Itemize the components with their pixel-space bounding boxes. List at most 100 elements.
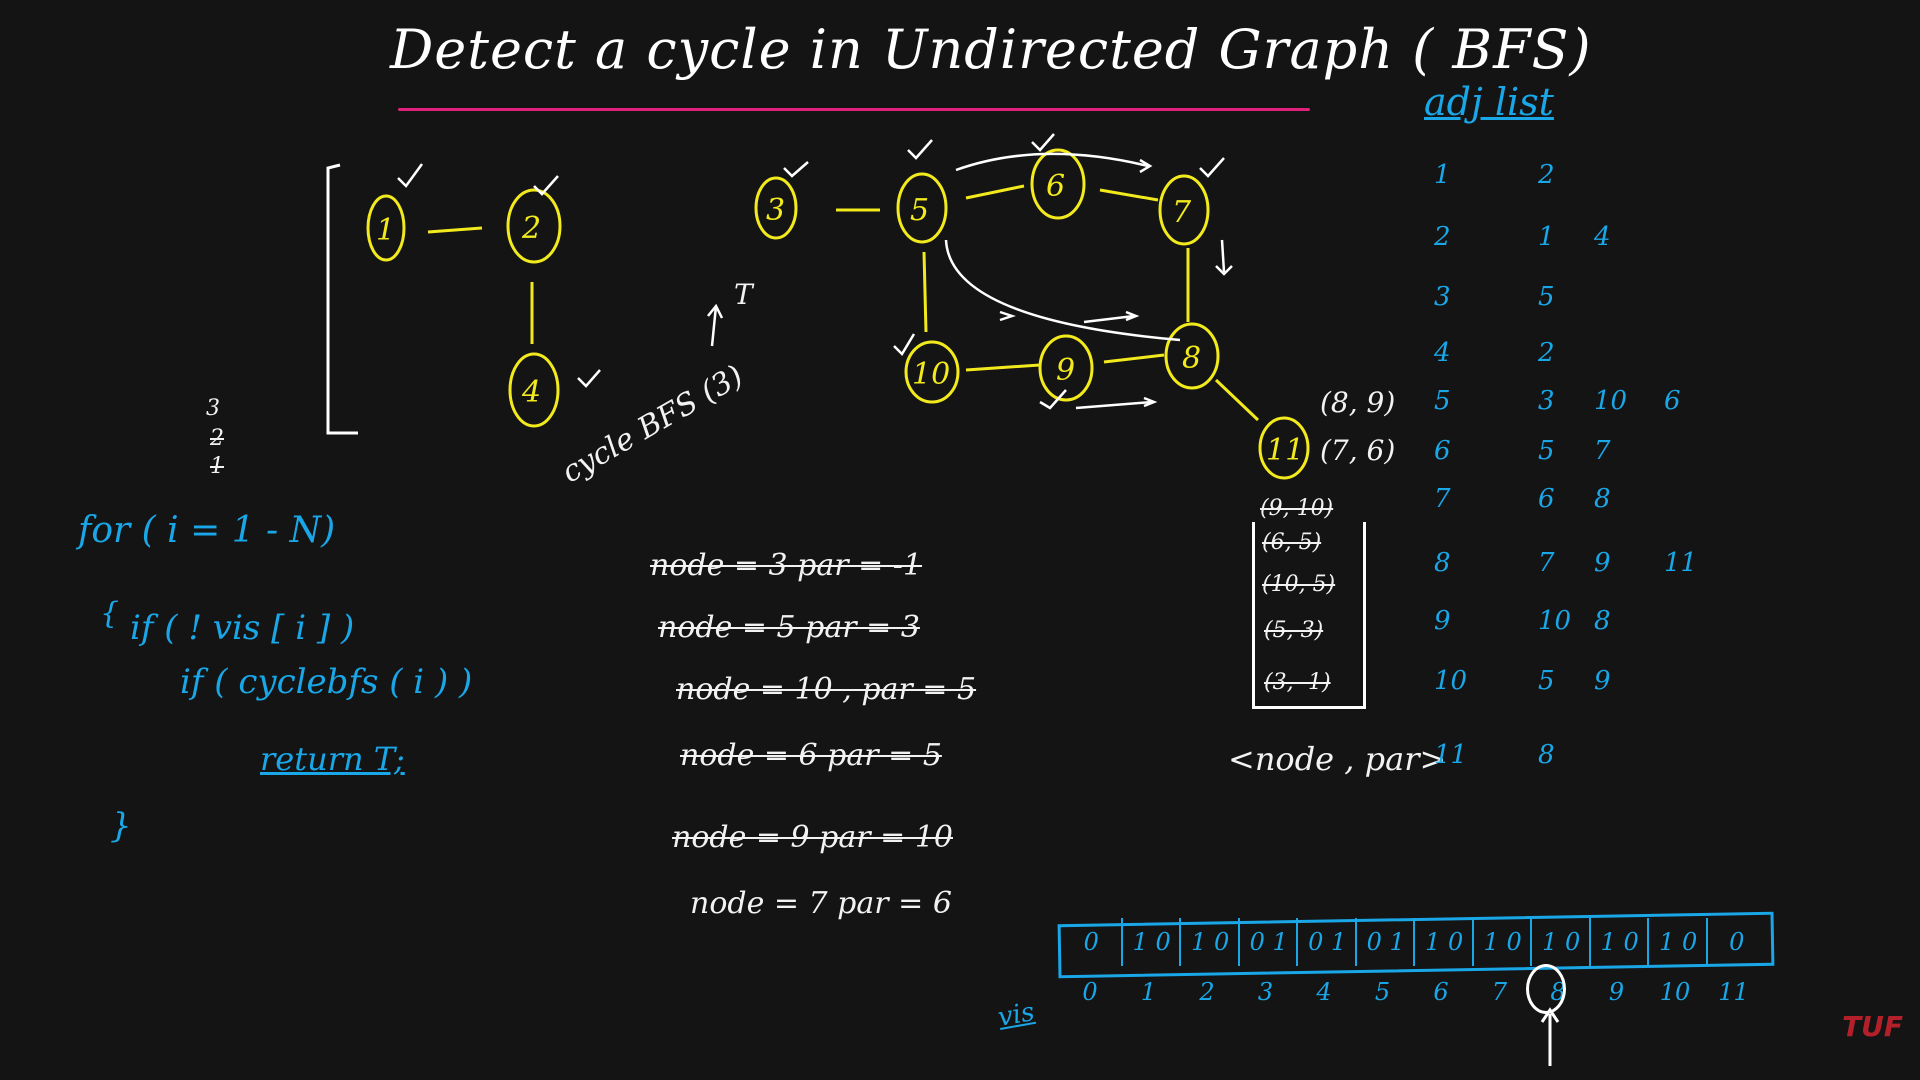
node-8 (1164, 322, 1220, 390)
adj-index: 7 (1434, 484, 1451, 514)
node-2 (506, 188, 562, 264)
left-stack-item: 1 (210, 454, 224, 479)
vis-index: 10 (1659, 978, 1691, 1006)
node-label-3: 3 (766, 193, 785, 228)
tuf-logo: TUF (1842, 1010, 1903, 1043)
adj-value: 8 (1594, 606, 1611, 636)
vis-label: vis (995, 997, 1037, 1033)
vis-cell: 0 (1083, 928, 1099, 956)
adj-value: 10 (1594, 386, 1628, 416)
adj-value: 5 (1538, 666, 1555, 696)
left-stack-item: 3 (206, 396, 220, 421)
vis-cell: 0 1 (1296, 918, 1357, 966)
vis-index: 5 (1374, 978, 1391, 1006)
trace-line: node = 3 par = -1 (650, 548, 923, 583)
adj-index: 2 (1434, 222, 1451, 252)
adj-value: 7 (1538, 548, 1555, 578)
node-9 (1038, 334, 1094, 402)
edge-5-10 (922, 251, 928, 333)
edge-8-11 (1214, 378, 1260, 422)
code-line-if-vis: if ( ! vis [ i ] ) (130, 608, 355, 648)
adj-value: 5 (1538, 436, 1555, 466)
vis-index: 2 (1199, 978, 1215, 1006)
trace-line-current: node = 7 par = 6 (690, 886, 952, 921)
edge-5-6 (965, 184, 1025, 200)
vis-current-marker (1526, 964, 1566, 1014)
call-result: T (734, 278, 753, 311)
title-underline (398, 108, 1310, 111)
adj-value: 9 (1594, 548, 1611, 578)
adj-index: 6 (1434, 436, 1451, 466)
node-label-2: 2 (521, 211, 541, 246)
pair-annotation-1: (8, 9) (1320, 386, 1396, 419)
code-line-for: for ( i = 1 - N) (78, 510, 336, 551)
adj-value: 6 (1538, 484, 1555, 514)
node-label-4: 4 (521, 375, 541, 410)
vis-index: 3 (1257, 978, 1274, 1006)
vis-cell: 0 1 (1237, 918, 1299, 966)
node-7 (1158, 174, 1210, 246)
queue-label: <node , par> (1228, 740, 1447, 778)
pair-annotation-2: (7, 6) (1320, 434, 1396, 467)
visited-checkmarks (397, 133, 1225, 410)
adj-index: 8 (1434, 548, 1451, 578)
vis-cell: 1 0 (1471, 918, 1533, 966)
queue-item: (10, 5) (1262, 572, 1336, 597)
vis-cell: 1 0 (1120, 918, 1182, 966)
node-11 (1258, 416, 1310, 480)
vis-cell: 1 0 (1647, 918, 1708, 966)
trace-line: node = 6 par = 5 (680, 738, 942, 773)
edge-9-8 (1103, 353, 1165, 364)
adj-value: 8 (1594, 484, 1611, 514)
queue-item: (5, 3) (1264, 618, 1324, 643)
adj-value: 3 (1538, 386, 1555, 416)
node-label-5: 5 (910, 193, 929, 228)
node-label-11: 11 (1266, 433, 1304, 468)
adj-index: 10 (1434, 666, 1468, 696)
adj-value: 8 (1538, 740, 1555, 770)
node-label-9: 9 (1056, 353, 1075, 388)
queue-item: (3, -1) (1264, 670, 1331, 695)
adj-value: 2 (1538, 338, 1555, 368)
edge-10-9 (965, 363, 1041, 372)
adj-value: 7 (1594, 436, 1611, 466)
node-10 (904, 340, 960, 404)
adj-value: 1 (1538, 222, 1555, 252)
node-label-10: 10 (912, 357, 950, 392)
adj-index: 4 (1434, 338, 1451, 368)
node-3 (754, 176, 798, 240)
node-4 (508, 352, 560, 428)
adj-value: 9 (1594, 666, 1611, 696)
node-1 (366, 194, 406, 262)
queue-item: (6, 5) (1262, 530, 1322, 555)
adj-index: 3 (1434, 282, 1451, 312)
node-label-1: 1 (376, 213, 395, 248)
queue-box (1252, 522, 1366, 709)
vis-cell: 1 0 (1179, 918, 1240, 966)
edge-1-2 (427, 226, 483, 234)
code-brace-close: } (110, 806, 132, 846)
vis-cell: 1 0 (1530, 918, 1591, 966)
code-line-if-cycle: if ( cyclebfs ( i ) ) (180, 662, 473, 702)
page-title: Detect a cycle in Undirected Graph ( BFS… (390, 18, 1592, 81)
adj-value: 6 (1664, 386, 1681, 416)
vis-cell: 1 0 (1588, 918, 1650, 966)
adj-index: 11 (1434, 740, 1468, 770)
vis-index: 11 (1718, 978, 1749, 1006)
vis-cell: 0 1 (1354, 918, 1416, 966)
vis-index: 7 (1491, 978, 1508, 1006)
trace-line: node = 9 par = 10 (672, 820, 953, 855)
adj-value: 11 (1664, 548, 1698, 578)
adj-list-title: adj list (1424, 80, 1554, 124)
adj-index: 1 (1434, 160, 1451, 190)
node-5 (896, 172, 948, 244)
adj-value: 2 (1538, 160, 1555, 190)
code-line-return: return T; (260, 740, 405, 778)
queue-item: (9, 10) (1260, 496, 1334, 521)
vis-cell: 0 (1705, 918, 1767, 966)
vis-index: 9 (1608, 978, 1625, 1006)
adj-value: 4 (1594, 222, 1611, 252)
edge-6-7 (1099, 188, 1159, 202)
